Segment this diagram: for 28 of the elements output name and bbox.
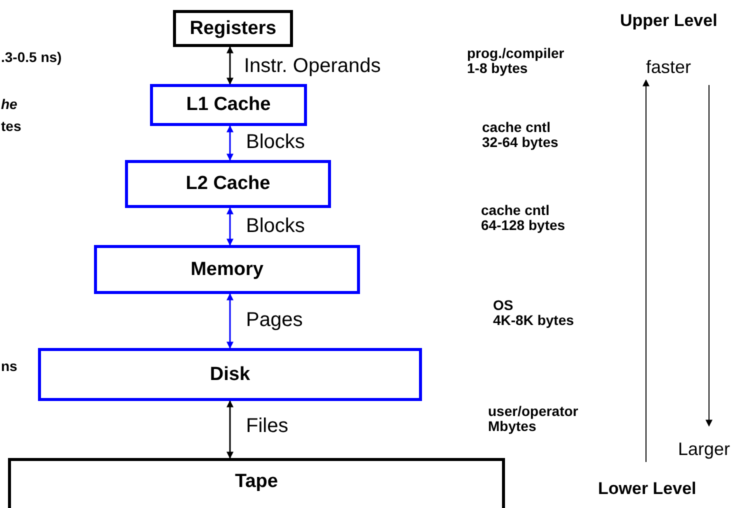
direction-label: faster bbox=[646, 58, 692, 78]
edge-label: Blocks bbox=[246, 215, 305, 238]
double-arrow bbox=[226, 293, 234, 349]
note-text: .3-0.5 ns) bbox=[1, 50, 62, 66]
register-box: Registers bbox=[173, 10, 293, 47]
memory-box: Memory bbox=[94, 245, 360, 294]
transfer-note: cache cntl 32-64 bytes bbox=[482, 120, 558, 151]
edge-label: Blocks bbox=[246, 131, 305, 154]
transfer-note: user/operator Mbytes bbox=[488, 404, 578, 435]
edge-label: Pages bbox=[246, 309, 303, 332]
edge-label: Instr. Operands bbox=[244, 55, 381, 78]
transfer-note: cache cntl 64-128 bytes bbox=[481, 203, 566, 234]
cache-box: L2 Cache bbox=[125, 160, 331, 208]
double-arrow bbox=[226, 46, 234, 85]
direction-label: Larger bbox=[678, 440, 730, 460]
transfer-note: OS 4K-8K bytes bbox=[493, 298, 574, 329]
double-arrow bbox=[226, 207, 234, 246]
level-label: Upper Level bbox=[620, 12, 718, 31]
transfer-note: prog./compiler 1-8 bytes bbox=[467, 46, 564, 77]
level-label: Lower Level bbox=[598, 480, 696, 499]
double-arrow bbox=[226, 400, 234, 459]
cache-box: L1 Cache bbox=[150, 84, 307, 126]
note-text: ns bbox=[1, 359, 18, 374]
edge-label: Files bbox=[246, 415, 288, 438]
tape-box: Tape bbox=[8, 458, 505, 508]
note-text: he bbox=[1, 97, 18, 112]
double-arrow bbox=[226, 125, 234, 161]
note-text: tes bbox=[1, 119, 22, 134]
